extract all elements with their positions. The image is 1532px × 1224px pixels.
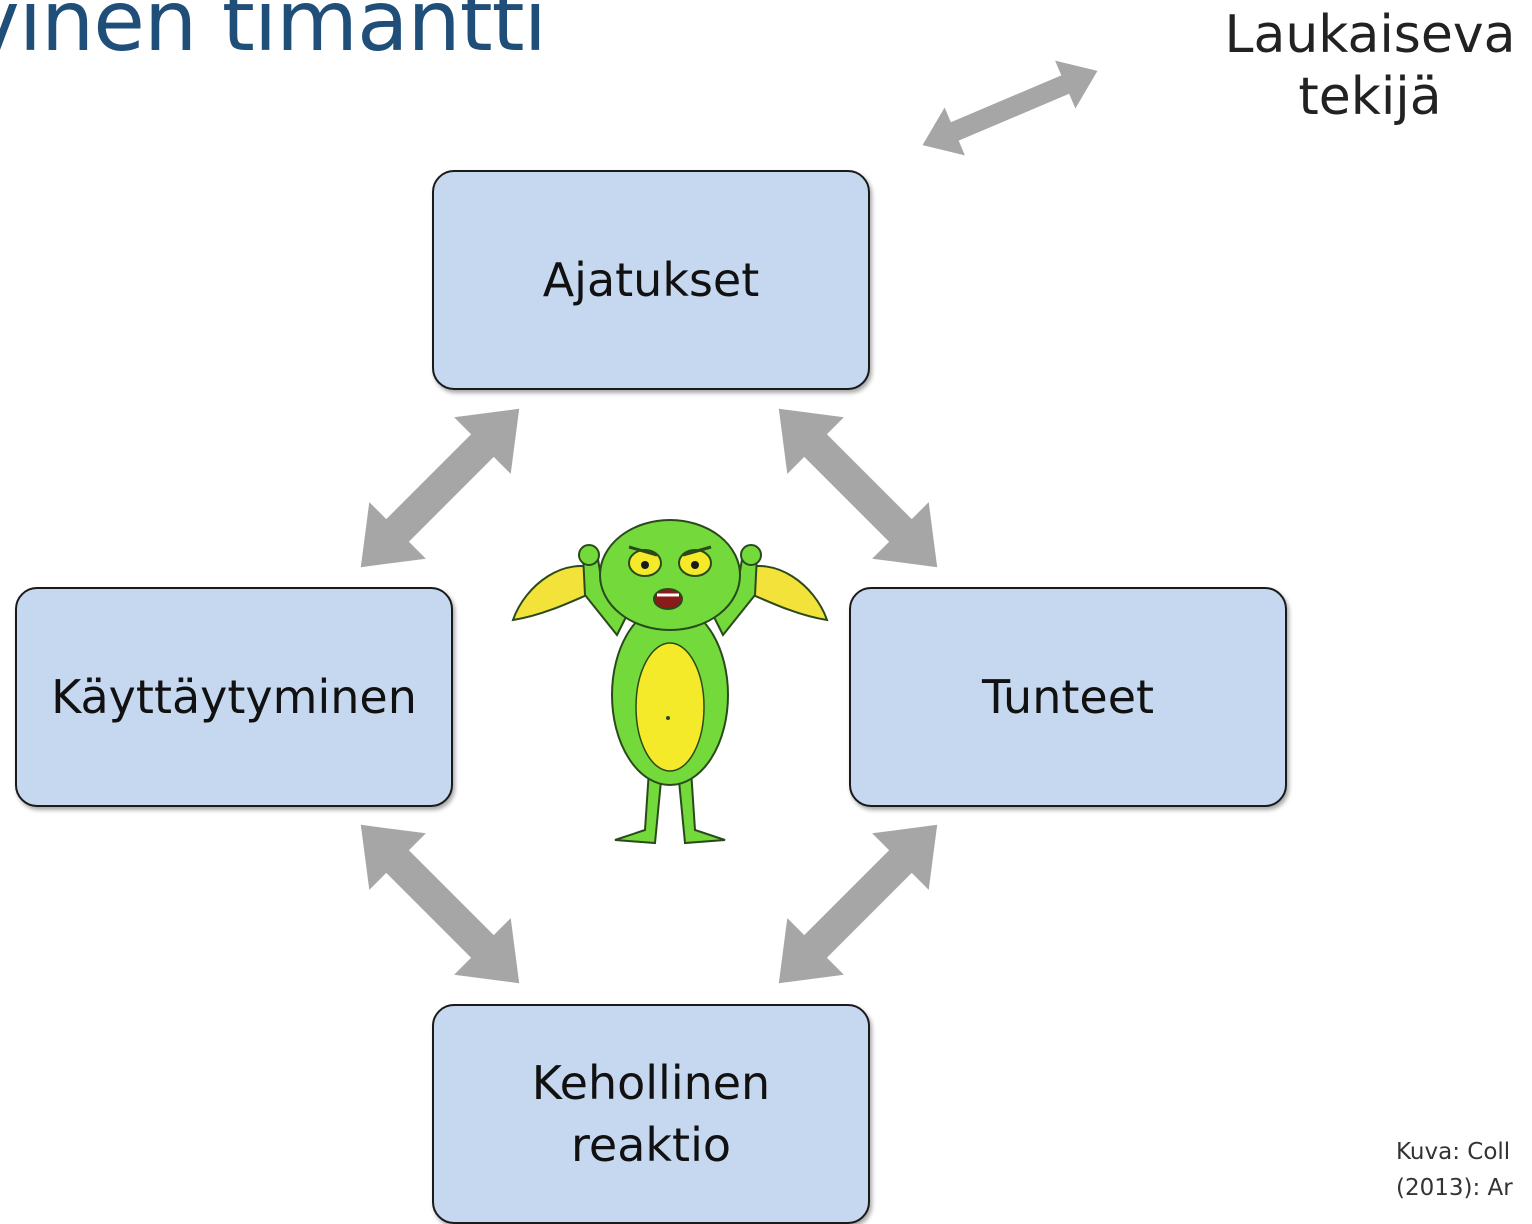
trigger-label: Laukaiseva tekijä [1200, 4, 1532, 128]
monster-illustration [511, 519, 829, 845]
box-behavior-label: Käyttäytyminen [51, 670, 417, 724]
image-credit: Kuva: Coll (2013): Ar [1396, 1134, 1513, 1206]
box-body-reaction-line2: reaktio [571, 1118, 731, 1172]
box-feelings: Tunteet [849, 587, 1287, 807]
image-credit-line1: Kuva: Coll [1396, 1139, 1511, 1165]
trigger-label-line1: Laukaiseva [1224, 5, 1516, 65]
box-behavior: Käyttäytyminen [15, 587, 453, 807]
box-body-reaction: Kehollinen reaktio [432, 1004, 870, 1224]
box-feelings-label: Tunteet [981, 670, 1155, 724]
box-body-reaction-line1: Kehollinen [531, 1056, 771, 1110]
arrow-trigger [922, 60, 1098, 156]
trigger-label-line2: tekijä [1298, 67, 1442, 127]
page-title: vinen timantti [0, 0, 547, 70]
box-thoughts: Ajatukset [432, 170, 870, 390]
box-thoughts-label: Ajatukset [542, 253, 760, 307]
image-credit-line2: (2013): Ar [1396, 1175, 1513, 1201]
